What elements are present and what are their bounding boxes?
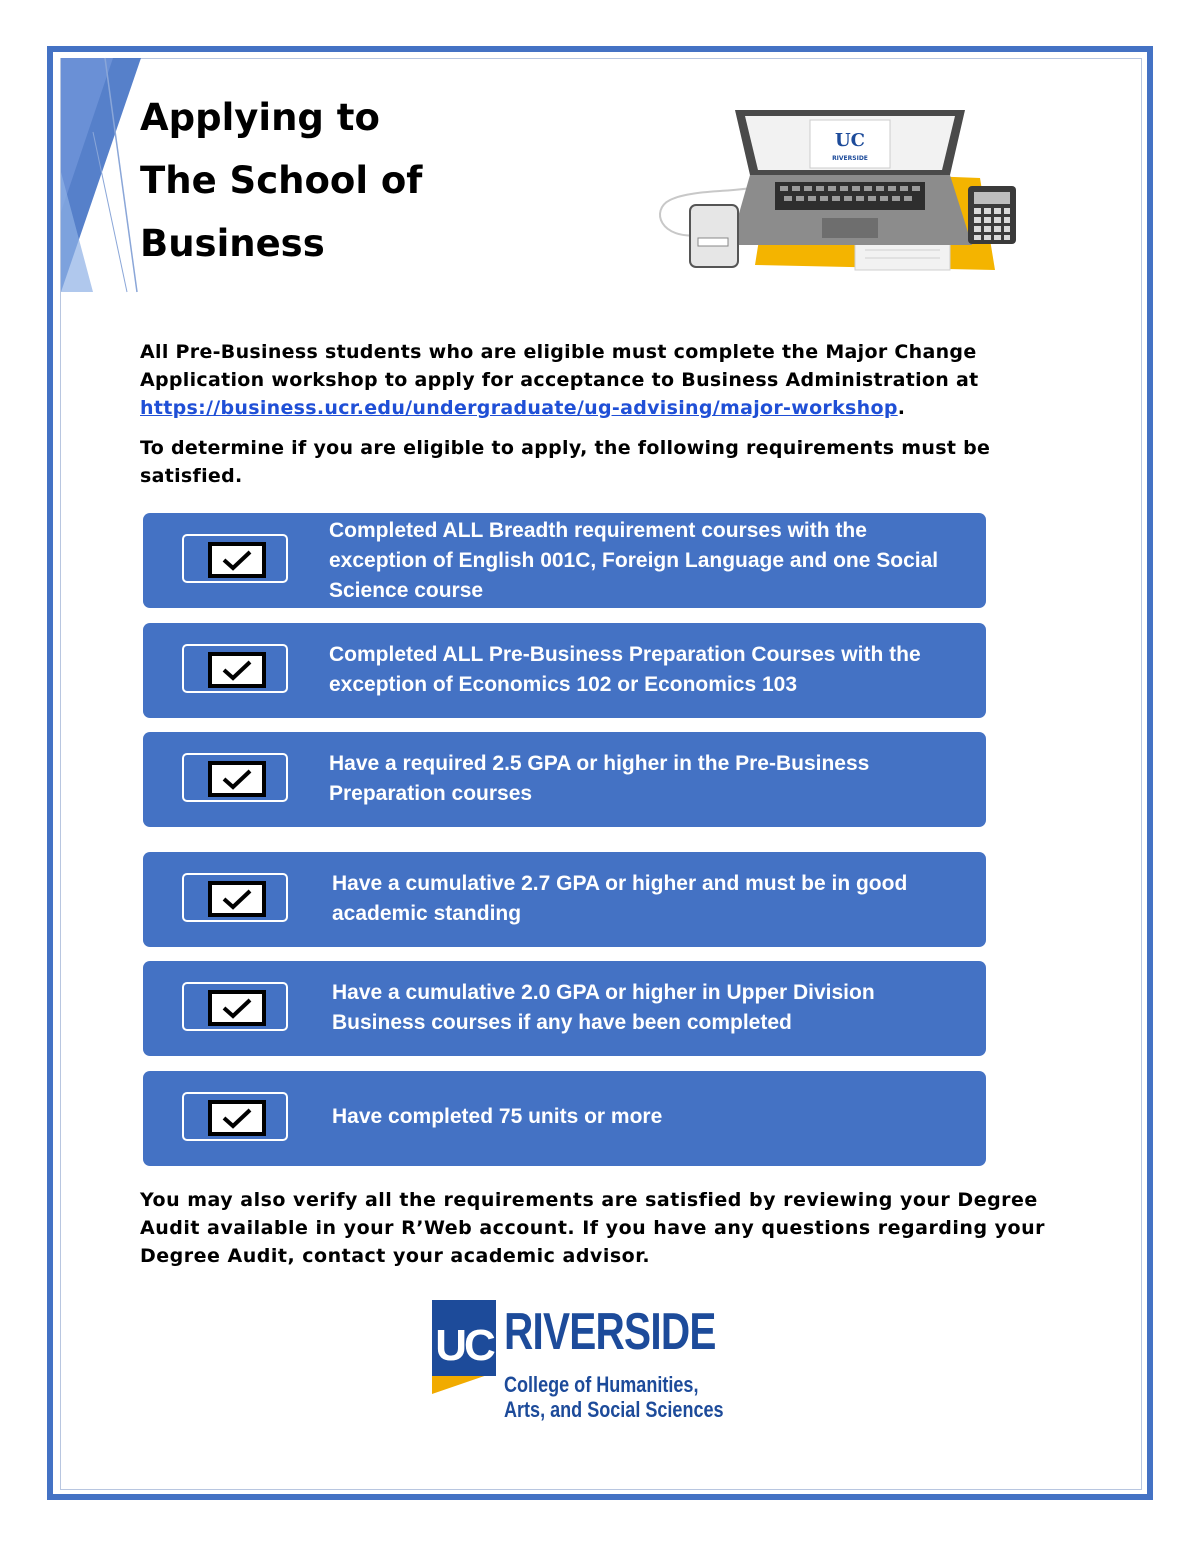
requirement-text: Completed ALL Pre-Business Preparation C…: [329, 643, 921, 696]
requirement-text: Have a cumulative 2.0 GPA or higher in U…: [332, 981, 875, 1034]
title-line-2: The School of: [140, 159, 423, 202]
requirement-text: Completed ALL Breadth requirement course…: [329, 519, 939, 602]
checkbox-icon: [182, 1092, 288, 1141]
requirement-item: Completed ALL Pre-Business Preparation C…: [143, 623, 986, 718]
checkbox-icon: [182, 873, 288, 922]
logo-riverside: RIVERSIDE: [504, 1303, 716, 1361]
laptop-logo-letters: UC: [835, 130, 865, 151]
logo-uc-text: UC: [435, 1321, 495, 1370]
logo-college-name: College of Humanities, Arts, and Social …: [504, 1372, 724, 1422]
title-line-1: Applying to: [140, 96, 380, 139]
checkbox-icon: [182, 753, 288, 802]
checkbox-icon: [182, 534, 288, 583]
eligibility-paragraph: To determine if you are eligible to appl…: [140, 437, 991, 487]
page-border: [47, 46, 1153, 1500]
outro-paragraph: You may also verify all the requirements…: [140, 1189, 1046, 1267]
requirement-text: Have completed 75 units or more: [332, 1105, 663, 1128]
requirement-item: Have a required 2.5 GPA or higher in the…: [143, 732, 986, 827]
requirement-item: Have a cumulative 2.7 GPA or higher and …: [143, 852, 986, 947]
requirement-text: Have a cumulative 2.7 GPA or higher and …: [332, 872, 908, 925]
requirement-item: Have a cumulative 2.0 GPA or higher in U…: [143, 961, 986, 1056]
calculator-icon: [968, 186, 1016, 244]
requirement-item: Completed ALL Breadth requirement course…: [143, 513, 986, 608]
logo-college-line-2: Arts, and Social Sciences: [504, 1397, 724, 1422]
requirement-item: Have completed 75 units or more: [143, 1071, 986, 1166]
intro-text: All Pre-Business students who are eligib…: [140, 341, 979, 391]
logo-college-line-1: College of Humanities,: [504, 1372, 699, 1397]
laptop-illustration: UC RIVERSIDE: [659, 110, 1016, 271]
laptop-logo-word: RIVERSIDE: [832, 155, 868, 162]
requirement-text: Have a required 2.5 GPA or higher in the…: [329, 752, 870, 805]
title-line-3: Business: [140, 222, 325, 265]
intro-paragraph: All Pre-Business students who are eligib…: [140, 338, 1090, 422]
checkbox-icon: [182, 644, 288, 693]
workshop-link[interactable]: https://business.ucr.edu/undergraduate/u…: [140, 397, 898, 419]
corner-decoration: [61, 57, 141, 293]
intro-period: .: [897, 397, 906, 419]
uc-logo-mark: UC: [432, 1300, 498, 1394]
checkbox-icon: [182, 982, 288, 1031]
tablet-icon: [689, 204, 739, 268]
page-title: Applying to The School of Business: [140, 86, 422, 275]
